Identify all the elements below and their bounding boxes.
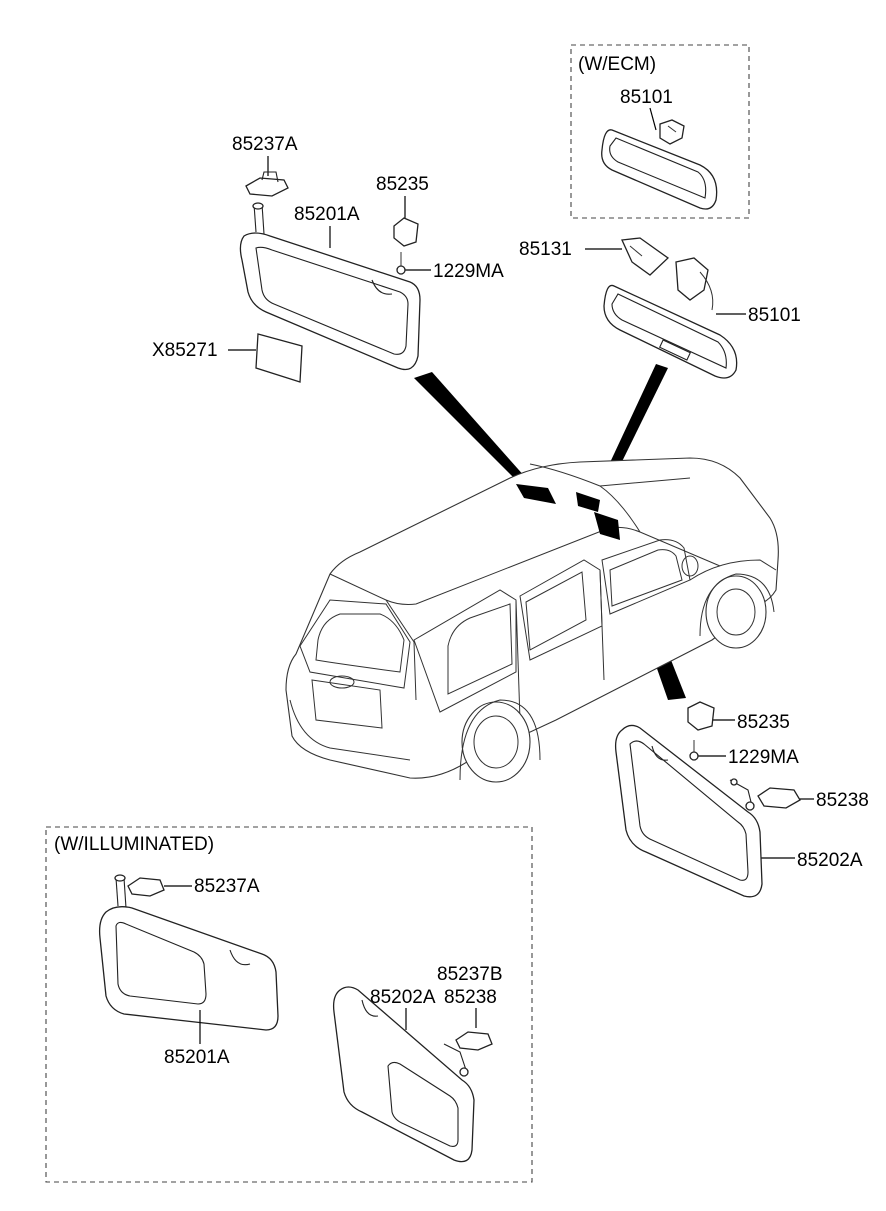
holder-right-part [729, 778, 801, 811]
retainer-top-label: 85235 [376, 174, 429, 195]
illuminated-group-header: (W/ILLUMINATED) [54, 834, 214, 855]
ecm-mirror-part [601, 119, 718, 210]
pointer-mirror [600, 364, 668, 486]
mirror-group: 85131 85101 [519, 237, 801, 379]
retainer-top-part [393, 217, 419, 247]
mirror-cover-label: 85131 [519, 239, 572, 260]
illuminated-group: (W/ILLUMINATED) 85237A 85201A 85237B 852… [45, 826, 533, 1183]
visor-left-top-label: 85201A [294, 204, 360, 225]
ecm-group-header: (W/ECM) [578, 54, 656, 75]
ecm-group: (W/ECM) 85101 [570, 44, 750, 219]
right-visor-group: 85235 1229MA 85238 85202A [614, 701, 869, 898]
label-plate-part [255, 333, 303, 383]
screw-right-label: 1229MA [728, 747, 799, 768]
label-plate-label: X85271 [152, 340, 218, 361]
retainer-right-label: 85235 [737, 712, 790, 733]
screw-right-part [689, 740, 699, 761]
ill-holder-left-label: 85237A [194, 876, 260, 897]
screw-top-label: 1229MA [433, 261, 504, 282]
ecm-mirror-label: 85101 [620, 87, 673, 108]
holder-left-top-part [245, 171, 289, 197]
visor-right-part [614, 724, 763, 898]
retainer-right-part [687, 701, 715, 731]
visor-left-top-part [239, 202, 421, 371]
ill-visor-right-part [332, 986, 475, 1163]
visor-right-label: 85202A [797, 850, 863, 871]
ill-holder-right-part [443, 1031, 493, 1077]
ill-holder-right-b-label: 85237B [437, 964, 503, 985]
screw-top-part [396, 252, 406, 275]
ill-visor-left-label: 85201A [164, 1047, 230, 1068]
holder-left-top-label: 85237A [232, 134, 298, 155]
pointer-left-visor [414, 372, 526, 482]
ill-visor-left-part [98, 906, 279, 1031]
ill-holder-left-part [114, 874, 165, 909]
holder-right-label: 85238 [816, 790, 869, 811]
mirror-part [603, 257, 738, 379]
mirror-cover-part [621, 237, 670, 276]
mirror-label: 85101 [748, 305, 801, 326]
ill-visor-right-label: 85202A [370, 987, 436, 1008]
left-visor-group: 85237A 85235 85201A 1229MA X85271 [152, 134, 504, 383]
ill-holder-right-label: 85238 [444, 987, 497, 1008]
vehicle-illustration [285, 457, 779, 783]
